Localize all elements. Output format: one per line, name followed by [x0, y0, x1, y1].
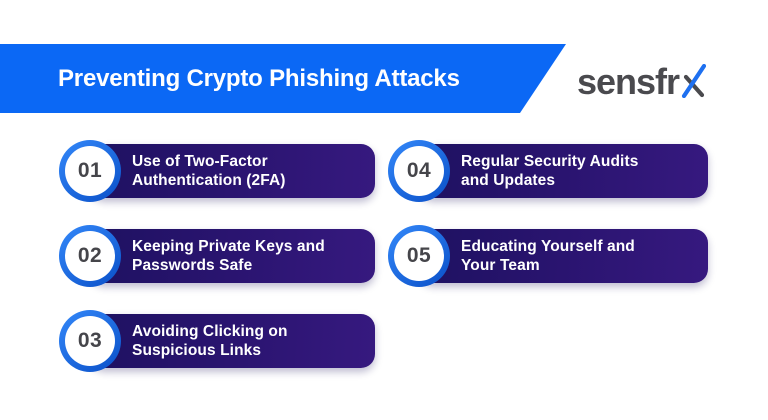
- list-item-03: Avoiding Clicking on Suspicious Links 03: [59, 310, 375, 372]
- item-number-circle: 03: [65, 316, 115, 366]
- item-pill: Avoiding Clicking on Suspicious Links: [90, 314, 375, 368]
- item-number: 03: [77, 329, 103, 352]
- item-number: 02: [77, 244, 103, 267]
- item-number: 01: [77, 159, 103, 182]
- item-number-circle: 01: [65, 146, 115, 196]
- item-title-line: Suspicious Links: [132, 342, 262, 359]
- item-title-line: Regular Security Audits: [461, 152, 639, 170]
- item-pill: Educating Yourself and Your Team: [419, 229, 708, 283]
- item-number-badge: 04: [388, 140, 450, 202]
- list-item-01: Use of Two-Factor Authentication (2FA) 0…: [59, 140, 375, 202]
- item-title-line: Passwords Safe: [132, 257, 253, 274]
- item-pill: Regular Security Audits and Updates: [419, 144, 708, 198]
- item-title-line: Educating Yourself and: [461, 237, 635, 255]
- logo-x-icon: [681, 64, 707, 98]
- item-title-line: Your Team: [461, 257, 540, 274]
- item-pill: Use of Two-Factor Authentication (2FA): [90, 144, 375, 198]
- item-title-line: Avoiding Clicking on: [132, 322, 288, 340]
- header-banner: Preventing Crypto Phishing Attacks: [0, 44, 566, 113]
- logo: sensfr: [577, 58, 707, 104]
- item-number-circle: 04: [394, 146, 444, 196]
- item-number: 05: [406, 244, 432, 267]
- item-number-badge: 02: [59, 225, 121, 287]
- list-item-02: Keeping Private Keys and Passwords Safe …: [59, 225, 375, 287]
- item-title-line: Use of Two-Factor: [132, 152, 268, 170]
- item-number: 04: [406, 159, 432, 182]
- item-title-line: and Updates: [461, 172, 556, 189]
- list-item-05: Educating Yourself and Your Team 05: [388, 225, 708, 287]
- list-item-04: Regular Security Audits and Updates 04: [388, 140, 708, 202]
- item-number-badge: 01: [59, 140, 121, 202]
- item-number-circle: 05: [394, 231, 444, 281]
- item-number-circle: 02: [65, 231, 115, 281]
- logo-text: sensfr: [577, 61, 680, 102]
- item-number-badge: 05: [388, 225, 450, 287]
- item-title-line: Authentication (2FA): [132, 172, 286, 189]
- item-pill: Keeping Private Keys and Passwords Safe: [90, 229, 375, 283]
- item-title-line: Keeping Private Keys and: [132, 237, 325, 255]
- page-title: Preventing Crypto Phishing Attacks: [58, 64, 460, 92]
- item-number-badge: 03: [59, 310, 121, 372]
